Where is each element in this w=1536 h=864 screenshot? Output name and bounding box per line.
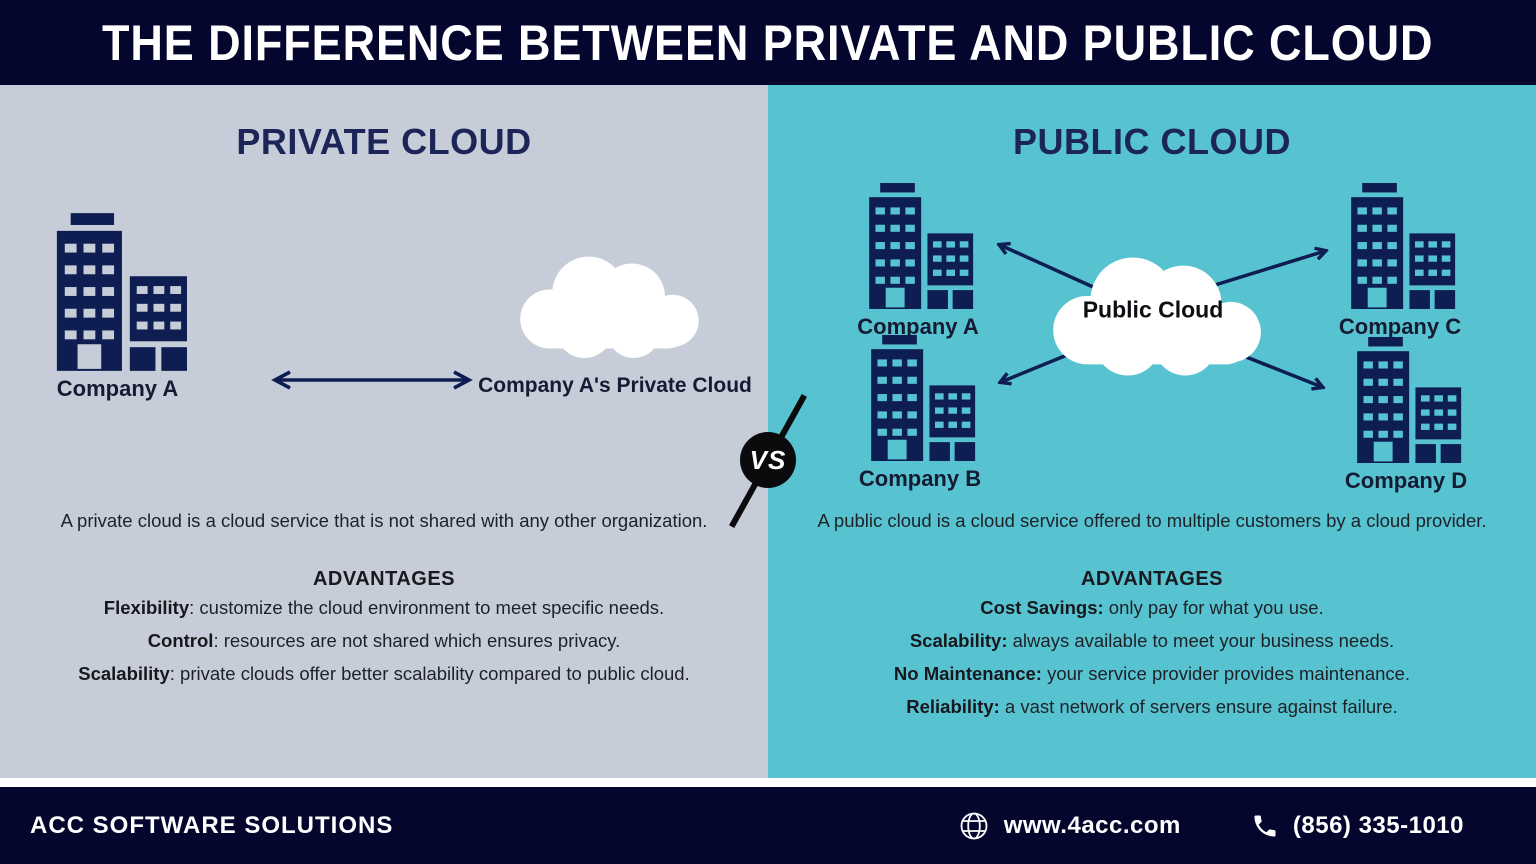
private-cloud-label: Company A's Private Cloud bbox=[478, 374, 752, 397]
globe-icon bbox=[960, 812, 988, 839]
website-group: www.4acc.com bbox=[958, 810, 1181, 842]
vs-badge: VS bbox=[740, 432, 796, 488]
advantage-text: : customize the cloud environment to mee… bbox=[189, 597, 665, 618]
private-advantages-heading: ADVANTAGES bbox=[312, 568, 456, 590]
public-company-block-a: Company A bbox=[838, 183, 998, 340]
private-text-block: A private cloud is a cloud service that … bbox=[24, 505, 744, 690]
private-cloud-icon bbox=[520, 256, 699, 358]
company-label: Company A bbox=[857, 314, 979, 339]
vs-label: VS bbox=[749, 444, 787, 475]
buildings-icon bbox=[871, 335, 976, 461]
advantage-label: Cost Savings: bbox=[980, 597, 1104, 618]
advantage-text: your service provider provides maintenan… bbox=[1041, 663, 1411, 684]
public-company-block-c: Company C bbox=[1320, 183, 1480, 340]
private-company-block: Company A bbox=[25, 213, 210, 402]
private-cloud-panel: PRIVATE CLOUD Company A Company A's Priv… bbox=[0, 85, 768, 778]
public-advantages-heading: ADVANTAGES bbox=[1080, 568, 1224, 590]
advantage-text: a vast network of servers ensure against… bbox=[999, 696, 1398, 717]
public-description: A public cloud is a cloud service offere… bbox=[817, 510, 1487, 531]
advantage-item: Scalability: private clouds offer better… bbox=[24, 657, 744, 690]
company-label: Company C bbox=[1338, 314, 1462, 339]
advantage-item: Flexibility: customize the cloud environ… bbox=[24, 591, 744, 624]
company-label: Company B bbox=[858, 466, 982, 491]
advantage-label: Scalability: bbox=[909, 630, 1008, 651]
private-description: A private cloud is a cloud service that … bbox=[60, 510, 708, 531]
buildings-icon bbox=[1351, 183, 1456, 309]
public-text-block: A public cloud is a cloud service offere… bbox=[792, 505, 1512, 723]
advantage-label: Reliability: bbox=[906, 696, 1000, 717]
company-label: Company D bbox=[1344, 468, 1468, 493]
advantage-item: Cost Savings: only pay for what you use. bbox=[792, 591, 1512, 624]
advantage-label: Flexibility bbox=[103, 597, 190, 618]
title-bar: THE DIFFERENCE BETWEEN PRIVATE AND PUBLI… bbox=[0, 0, 1536, 85]
advantage-item: Reliability: a vast network of servers e… bbox=[792, 690, 1512, 723]
brand-name: ACC SOFTWARE SOLUTIONS bbox=[30, 811, 394, 839]
footer-contact: www.4acc.com (856) 335-1010 bbox=[958, 810, 1464, 842]
phone-icon bbox=[1254, 815, 1276, 836]
advantage-text: : private clouds offer better scalabilit… bbox=[169, 663, 690, 684]
divider-strip bbox=[0, 778, 1536, 787]
buildings-icon bbox=[56, 213, 187, 371]
advantage-label: Control bbox=[147, 630, 214, 651]
two-way-arrow-icon bbox=[271, 370, 473, 390]
phone-text: (856) 335-1010 bbox=[1292, 811, 1464, 839]
buildings-icon bbox=[869, 183, 974, 309]
buildings-icon bbox=[1357, 337, 1462, 463]
company-label: Company A bbox=[56, 376, 179, 401]
public-heading: PUBLIC CLOUD bbox=[1013, 121, 1291, 162]
public-cloud-block: Public Cloud bbox=[1032, 248, 1274, 382]
advantage-text: always available to meet your business n… bbox=[1007, 630, 1395, 651]
advantage-item: Control: resources are not shared which … bbox=[24, 624, 744, 657]
website-text: www.4acc.com bbox=[1003, 811, 1181, 839]
public-cloud-panel: PUBLIC CLOUD Company A Company B bbox=[768, 85, 1536, 778]
advantage-label: Scalability bbox=[78, 663, 170, 684]
advantage-item: No Maintenance: your service provider pr… bbox=[792, 657, 1512, 690]
advantage-label: No Maintenance: bbox=[893, 663, 1042, 684]
advantage-text: : resources are not shared which ensures… bbox=[213, 630, 621, 651]
public-cloud-label: Public Cloud bbox=[1082, 296, 1224, 323]
advantage-text: only pay for what you use. bbox=[1103, 597, 1324, 618]
phone-group: (856) 335-1010 bbox=[1251, 812, 1464, 840]
private-heading: PRIVATE CLOUD bbox=[236, 121, 532, 162]
public-company-block-d: Company D bbox=[1326, 337, 1486, 494]
public-company-block-b: Company B bbox=[840, 335, 1000, 492]
page-title: THE DIFFERENCE BETWEEN PRIVATE AND PUBLI… bbox=[102, 14, 1434, 71]
footer: ACC SOFTWARE SOLUTIONS www.4acc.com ( bbox=[0, 787, 1536, 864]
advantage-item: Scalability: always available to meet yo… bbox=[792, 624, 1512, 657]
